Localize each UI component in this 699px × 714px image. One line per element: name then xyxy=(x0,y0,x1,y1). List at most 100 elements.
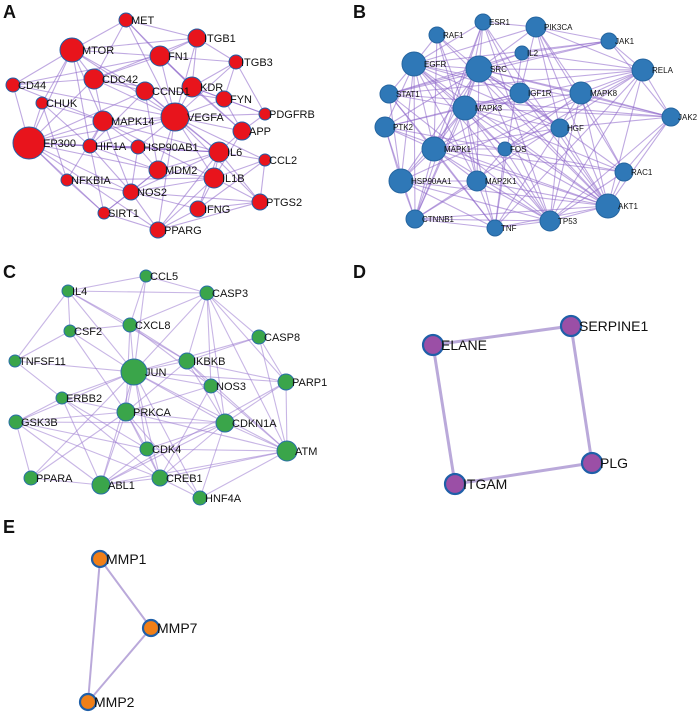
node-vegfa xyxy=(160,102,190,132)
edge-cdk4-abl1 xyxy=(100,448,148,486)
edge-fos-tnf xyxy=(494,148,506,229)
edge-egfr-hsp90aa1 xyxy=(400,63,415,182)
edge-prkca-cdkn1a xyxy=(125,411,226,424)
node-mmp1 xyxy=(90,549,110,569)
node-label-nfkbia: NFKBIA xyxy=(71,175,111,187)
node-rac1 xyxy=(614,162,634,182)
edge-mapk1-rac1 xyxy=(433,148,625,173)
node-hnf4a xyxy=(192,490,208,506)
edge-stat1-hsp90aa1 xyxy=(388,93,402,182)
edge-prkca-hnf4a xyxy=(125,411,201,499)
edge-ep300-pparg xyxy=(28,142,159,231)
edge-fn1-cdc42 xyxy=(93,55,161,80)
node-app xyxy=(232,121,252,141)
edge-mmp1-mmp7 xyxy=(99,558,152,629)
node-label-fn1: FN1 xyxy=(168,51,189,63)
node-label-rac1: RAC1 xyxy=(631,168,653,177)
edge-itgam-elane xyxy=(431,344,457,485)
node-cdkn1a xyxy=(215,413,235,433)
edge-hgf-tp53 xyxy=(549,127,561,222)
edge-elane-serpine1 xyxy=(432,324,572,347)
node-label-mtor: MTOR xyxy=(82,45,114,57)
edge-rela-ctnnb1 xyxy=(414,69,644,220)
node-elane xyxy=(421,333,445,357)
edge-esr1-igf1r xyxy=(482,21,521,94)
node-esr1 xyxy=(474,13,492,31)
edge-mapk8-rac1 xyxy=(580,92,625,173)
edge-pik3ca-jak1 xyxy=(535,26,610,42)
node-hgf xyxy=(550,118,570,138)
edge-ccnd1-ep300 xyxy=(28,90,146,144)
edge-rela-tp53 xyxy=(549,69,644,222)
edge-il6-mdm2 xyxy=(157,151,220,171)
node-atm xyxy=(276,440,298,462)
node-jak1 xyxy=(600,32,618,50)
node-itgam xyxy=(443,472,467,496)
edge-mapk3-hgf xyxy=(464,107,561,129)
node-label-il2: IL2 xyxy=(527,49,539,58)
edge-cdkn1a-gsk3b xyxy=(15,421,226,424)
node-label-akt1: AKT1 xyxy=(618,202,639,211)
edge-nos2-ptgs2 xyxy=(130,191,261,203)
node-label-nos3: NOS3 xyxy=(216,381,246,393)
edge-hif1a-nos2 xyxy=(89,145,132,193)
edge-met-cdc42 xyxy=(93,19,127,80)
node-label-mmp7: MMP7 xyxy=(157,620,198,636)
node-label-ccl5: CCL5 xyxy=(150,271,178,283)
edge-rela-hsp90aa1 xyxy=(400,69,644,182)
edge-src-stat1 xyxy=(388,68,480,95)
edge-plg-itgam xyxy=(454,461,593,486)
node-label-tnf: TNF xyxy=(501,224,517,233)
edge-jak2-rac1 xyxy=(623,116,672,173)
node-label-mdm2: MDM2 xyxy=(165,165,197,177)
edge-itgb1-mtor xyxy=(71,37,198,51)
edge-esr1-akt1 xyxy=(482,21,609,207)
edge-mapk3-ctnnb1 xyxy=(414,107,466,220)
node-label-casp3: CASP3 xyxy=(212,288,248,300)
edge-il1b-nos2 xyxy=(130,177,215,193)
node-ctnnb1 xyxy=(405,209,425,229)
node-cd44 xyxy=(5,77,21,93)
edge-egfr-ctnnb1 xyxy=(413,63,416,220)
edge-ikbkb-atm xyxy=(186,360,288,452)
node-fos xyxy=(497,141,513,157)
node-label-ifng: IFNG xyxy=(204,204,230,216)
node-gsk3b xyxy=(8,414,24,430)
edge-csf2-prkca xyxy=(69,330,127,413)
edge-egfr-mapk1 xyxy=(413,63,435,150)
edge-ccnd1-hif1a xyxy=(89,90,146,147)
edge-akt1-ctnnb1 xyxy=(414,205,609,220)
edge-cdkn1a-cdk4 xyxy=(146,422,226,450)
edge-rac1-tp53 xyxy=(549,171,625,222)
edge-il6-ptgs2 xyxy=(218,151,261,203)
node-mmp2 xyxy=(78,692,98,712)
edge-il1b-pparg xyxy=(157,177,215,231)
node-label-mapk14: MAPK14 xyxy=(111,116,154,128)
edge-il6-pparg xyxy=(157,151,220,231)
edge-ctnnb1-tp53 xyxy=(414,218,551,222)
node-hsp90aa1 xyxy=(388,168,414,194)
edge-vegfa-pdgfrb xyxy=(174,113,266,118)
edge-jun-gsk3b xyxy=(15,371,135,423)
edge-il4-csf2 xyxy=(67,290,71,332)
node-label-kdr: KDR xyxy=(200,82,223,94)
node-label-pik3ca: PIK3CA xyxy=(544,23,573,32)
node-prkca xyxy=(116,402,136,422)
edge-chuk-nfkbia xyxy=(41,102,68,181)
edge-gsk3b-cdk4 xyxy=(15,421,148,450)
node-label-abl1: ABL1 xyxy=(108,480,135,492)
edge-fos-tp53 xyxy=(504,148,551,222)
edge-esr1-egfr xyxy=(413,21,484,65)
node-cdk4 xyxy=(139,441,155,457)
node-nos3 xyxy=(203,378,219,394)
edge-jun-ppara xyxy=(30,371,135,479)
edge-pik3ca-mapk8 xyxy=(535,26,582,94)
edge-ikbkb-prkca xyxy=(125,360,188,413)
node-rela xyxy=(631,58,655,82)
